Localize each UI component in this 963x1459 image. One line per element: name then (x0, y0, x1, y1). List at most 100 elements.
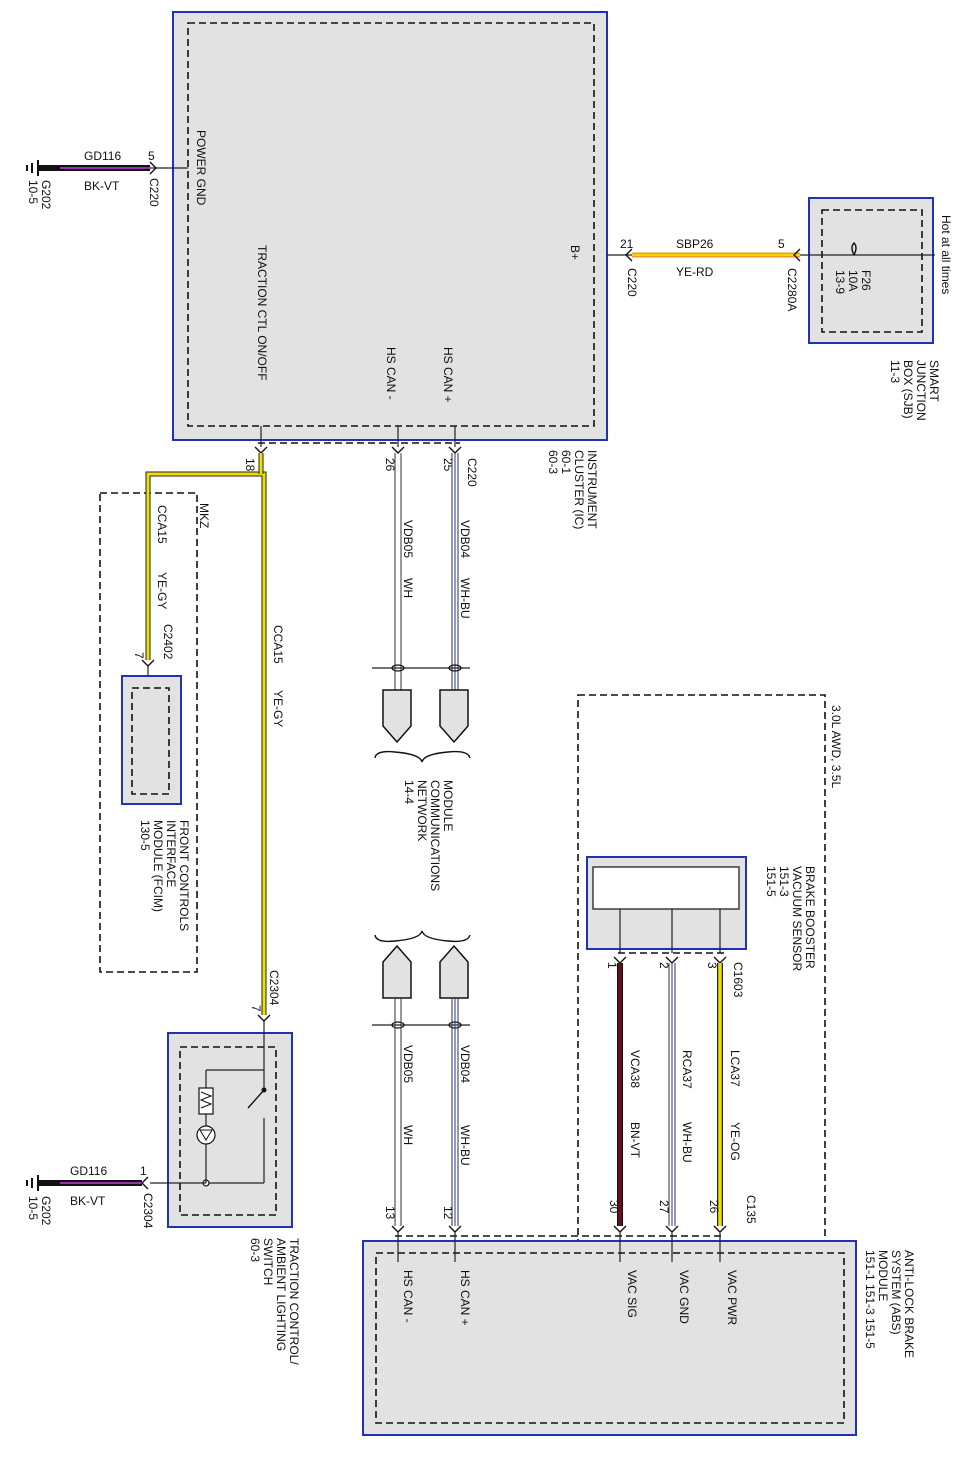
vdb04-top-circuit: VDB04 (458, 520, 472, 558)
sbp26-circuit: SBP26 (676, 237, 714, 251)
g202-ref-bottom: 10-5 (26, 1196, 40, 1220)
wire-cca15-fcim (145, 471, 258, 660)
connector-c135-pin-27 (665, 1225, 679, 1233)
fcim-box (121, 675, 182, 805)
fcim-name-label: FRONT CONTROLS INTERFACE MODULE (FCIM) 1… (138, 820, 191, 931)
mcn-name-line-1: MODULE (441, 780, 455, 831)
twisted-pair-loop-bottom-1 (391, 1021, 405, 1029)
mcn-brace-bottom (374, 930, 471, 943)
vacuum-sensor-name-label: BRAKE BOOSTER VACUUM SENSOR 151-3 151-5 (764, 866, 817, 971)
abs-vac-gnd-label: VAC GND (677, 1270, 691, 1324)
ground-bottom (26, 1175, 149, 1191)
switch-name-label: TRACTION CONTROL/ AMBIENT LIGHTING SWITC… (248, 1238, 301, 1365)
abs-box (362, 1240, 857, 1436)
ic-name-line-3: 60-1 (559, 450, 573, 474)
abs-name-line-4: 151-1 151-3 151-5 (863, 1250, 877, 1349)
sjb-box (808, 197, 934, 344)
twisted-pair-loop-top-1 (391, 664, 405, 672)
c1603-pin-1: 1 (605, 962, 619, 969)
abs-dashed-outline (375, 1252, 845, 1424)
connector-c135-pin-26 (713, 1225, 727, 1233)
sjb-name-line-2: JUNCTION (914, 360, 928, 421)
vdb04-top-color: WH-BU (458, 578, 472, 619)
switch-name-line-3: SWITCH (261, 1238, 275, 1285)
abs-pin-30: 30 (607, 1200, 621, 1214)
mcn-plug-vdb05-top (382, 689, 412, 744)
wire-vdb05-top (394, 453, 402, 690)
vacuum-sensor-element (592, 866, 740, 910)
vdb05-top-circuit: VDB05 (401, 520, 415, 558)
vca38-circuit: VCA38 (628, 1050, 642, 1088)
c2280a-connector: C2280A (785, 268, 799, 311)
switch-name-line-4: 60-3 (248, 1238, 262, 1262)
connector-c2304-pin-1 (141, 1176, 149, 1190)
abs-hs-can-minus-label: HS CAN - (401, 1270, 415, 1323)
abs-name-line-3: MODULE (876, 1250, 890, 1301)
ic-name-line-1: INSTRUMENT (585, 450, 599, 529)
gd116-color-bottom: BK-VT (70, 1194, 106, 1208)
vdb05-bottom-circuit: VDB05 (401, 1045, 415, 1083)
switch-name-line-2: AMBIENT LIGHTING (274, 1238, 288, 1351)
fuse-f26-rating: 10A (846, 270, 860, 291)
mkz-connector: C2402 (161, 624, 175, 660)
fcim-name-line-3: MODULE (FCIM) (151, 820, 165, 912)
connector-c220-pin-5 (149, 161, 157, 175)
abs-name-line-1: ANTI-LOCK BRAKE (902, 1250, 916, 1358)
wire-cca15-traction (258, 453, 267, 1015)
ic-power-gnd-label: POWER GND (194, 130, 208, 206)
c1603-pin-3: 3 (705, 962, 719, 969)
switch-box (167, 1032, 293, 1228)
c1603-pin-2: 2 (657, 962, 671, 969)
mcn-name-line-3: NETWORK (415, 780, 429, 841)
rca37-circuit: RCA37 (680, 1050, 694, 1089)
ic-hs-can-minus-label: HS CAN - (384, 347, 398, 400)
sjb-dashed-outline (821, 209, 923, 333)
g202-bottom: G202 (39, 1196, 53, 1226)
connector-c2304-pin-7 (257, 1014, 271, 1022)
connector-c220-pin-25 (448, 446, 462, 454)
switch-dashed-outline (179, 1046, 277, 1216)
smart-junction-box (800, 197, 935, 344)
sjb-name-line-4: 11-3 (888, 360, 902, 383)
abs-pin-13: 13 (383, 1206, 397, 1220)
connector-c135-pin-30 (613, 1225, 627, 1233)
vacuum-sensor-module (586, 856, 747, 953)
gd116-pin-top: 5 (148, 149, 155, 163)
mcn-plug-vdb04-bottom (439, 944, 469, 999)
sjb-name-label: SMART JUNCTION BOX (SJB) 11-3 (888, 360, 941, 421)
fcim-module (121, 675, 182, 805)
led-symbol (196, 1125, 216, 1145)
resistor-zigzag (199, 1091, 213, 1109)
led-arrow (199, 1129, 213, 1141)
sbp26-color: YE-RD (676, 265, 714, 279)
mkz-circuit: CCA15 (155, 505, 169, 544)
fuse-f26-ref: 13-9 (833, 270, 847, 294)
abs-name-label: ANTI-LOCK BRAKE SYSTEM (ABS) MODULE 151-… (863, 1250, 916, 1358)
abs-module (362, 1240, 857, 1436)
mcn-name-line-4: 14-4 (402, 780, 416, 804)
wire-sbp26 (607, 248, 801, 262)
gd116-circuit-bottom: GD116 (70, 1164, 107, 1178)
vdb05-bottom-color: WH (401, 1125, 415, 1145)
c220-pin-26: 26 (383, 458, 397, 472)
instrument-cluster-dashed-outline (187, 22, 595, 427)
ic-b-plus-label: B+ (568, 245, 582, 260)
connector-c2402-pin-7 (141, 659, 155, 667)
fuse-f26-symbol (851, 242, 857, 256)
mkz-label: MKZ (197, 503, 211, 528)
c2304-connector: C2304 (267, 970, 281, 1006)
twisted-pair-loop-top-2 (448, 664, 462, 672)
c2280a-pin: 5 (778, 237, 785, 251)
fuse-f26-label: F26 (859, 270, 873, 291)
vacuum-sensor-name-line-1: BRAKE BOOSTER (803, 866, 817, 969)
c220-can-connector: C220 (465, 458, 479, 487)
lca37-circuit: LCA37 (728, 1050, 742, 1087)
mcn-plug-vdb05-bottom (382, 944, 412, 999)
c2304-pin-7: 7 (249, 1005, 263, 1012)
mcn-brace-top (374, 750, 471, 763)
connector-c220-pin-21 (625, 248, 633, 262)
fcim-name-line-4: 130-5 (138, 820, 152, 851)
ground-top (26, 160, 188, 176)
connector-c135-pin-12 (448, 1225, 462, 1233)
